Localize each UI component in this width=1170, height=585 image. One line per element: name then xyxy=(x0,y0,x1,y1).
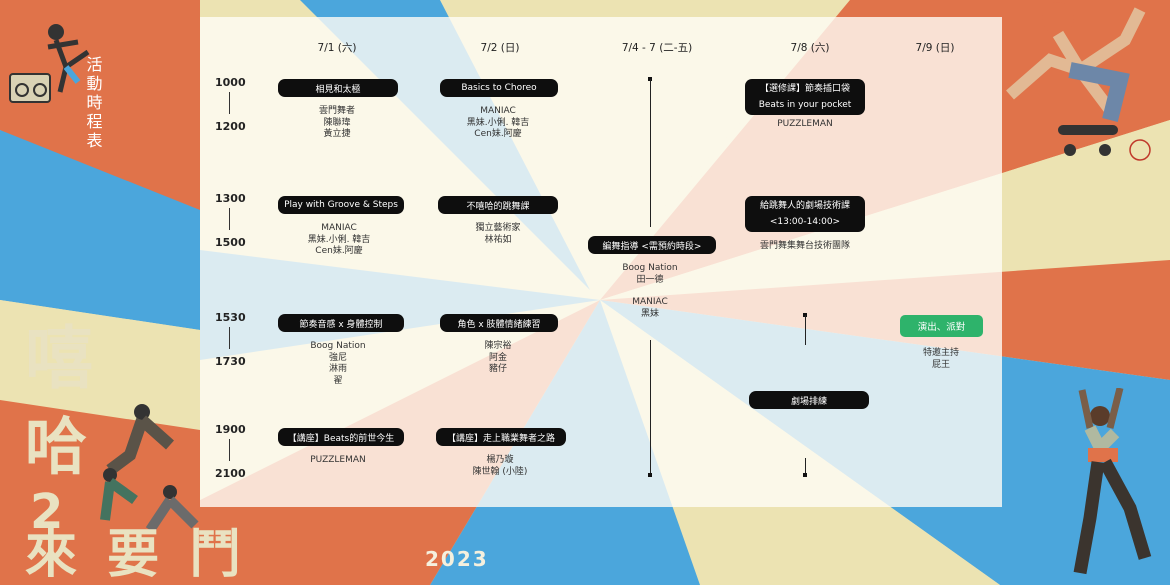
timeline-line xyxy=(650,340,651,475)
session-d1s2: Play with Groove & Steps xyxy=(278,196,404,214)
session-d1s1-names: 雲門舞者陳聯瑋黃立捷 xyxy=(318,106,356,139)
dancer-illustration-bottomleft xyxy=(100,404,199,533)
session-d5: 演出、派對 xyxy=(900,315,983,337)
session-d1s4-names: PUZZLEMAN xyxy=(310,455,366,465)
session-d2s4-names: 楊乃璇陳世翰 (小陸) xyxy=(472,455,528,477)
logo-year: 2023 xyxy=(425,547,489,571)
session-d4s4: 劇場排練 xyxy=(749,391,869,409)
session-d1s3: 節奏音感 x 身體控制 xyxy=(278,314,404,332)
logo-char-3: 2 xyxy=(30,484,64,540)
timeline-dot xyxy=(803,473,807,477)
time-divider xyxy=(229,92,230,114)
date-header-1: 7/1 (六) xyxy=(317,42,357,54)
time-1000: 1000 xyxy=(215,76,246,89)
session-d4s2: 給跳舞人的劇場技術課<13:00-14:00> xyxy=(745,196,865,232)
session-d2s1: Basics to Choreo xyxy=(440,79,558,97)
time-2100: 2100 xyxy=(215,467,246,480)
time-1300: 1300 xyxy=(215,192,246,205)
session-d5-names: 特邀主持屁王 xyxy=(922,348,960,370)
session-d2s4: 【講座】走上職業舞者之路 xyxy=(436,428,566,446)
session-d1s4: 【講座】Beats的前世今生 xyxy=(278,428,404,446)
date-header-5: 7/9 (日) xyxy=(915,42,955,54)
dancer-illustration-bottomright xyxy=(1073,388,1152,575)
schedule-panel xyxy=(200,17,1002,507)
session-d2s3: 角色 x 肢體情緒練習 xyxy=(440,314,558,332)
time-1500: 1500 xyxy=(215,236,246,249)
date-header-3: 7/4 - 7 (二-五) xyxy=(621,42,693,54)
session-d2s2: 不嘻哈的跳舞課 xyxy=(438,196,558,214)
time-divider xyxy=(229,208,230,230)
logo-char-4: 來 要 鬥 xyxy=(25,525,248,585)
timeline-dot xyxy=(648,473,652,477)
time-1200: 1200 xyxy=(215,120,246,133)
session-d2s2-names: 獨立藝術家林祐如 xyxy=(475,223,521,245)
timeline-line xyxy=(650,79,651,227)
session-d4s2-names: 雲門舞集舞台技術團隊 xyxy=(759,241,851,251)
time-1530: 1530 xyxy=(215,311,246,324)
session-d3: 編舞指導 <需預約時段> xyxy=(588,236,716,254)
time-1730: 1730 xyxy=(215,355,246,368)
skater-illustration-topright xyxy=(1006,2,1151,161)
date-header-4: 7/8 (六) xyxy=(790,42,830,54)
date-header-2: 7/2 (日) xyxy=(480,42,520,54)
session-d1s1: 相見和太極 xyxy=(278,79,398,97)
dancer-illustration-topleft xyxy=(9,24,90,103)
timeline-line xyxy=(805,458,806,475)
page-title: 活動時程表 xyxy=(86,55,104,150)
session-d2s3-names: 陳宗裕阿金豬仔 xyxy=(484,341,512,374)
logo-char-2: 哈 xyxy=(25,410,88,483)
session-d4s1-names: PUZZLEMAN xyxy=(777,119,833,129)
logo-char-1: 嘻 xyxy=(25,320,94,399)
time-1900: 1900 xyxy=(215,423,246,436)
timeline-line xyxy=(805,315,806,345)
time-divider xyxy=(229,327,230,349)
time-divider xyxy=(229,439,230,461)
